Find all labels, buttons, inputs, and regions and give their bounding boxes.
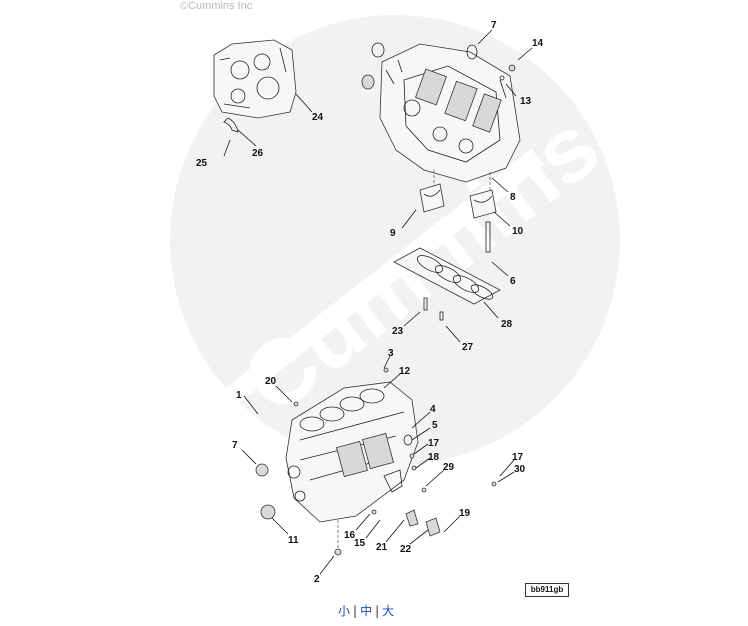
callout-labels: 7 14 13 24 25 26 8 9 10 6 23 27 28 3 12 … — [196, 20, 544, 585]
drawing-id-label: bb911gb — [525, 583, 569, 597]
callout-13: 13 — [520, 96, 532, 107]
callout-5: 5 — [432, 420, 438, 431]
callout-15: 15 — [354, 538, 366, 549]
callout-21: 21 — [376, 542, 388, 553]
leader-lines — [223, 29, 533, 575]
lower-block-drawing — [255, 367, 497, 556]
callout-9: 9 — [390, 228, 396, 239]
callout-26: 26 — [252, 148, 264, 159]
callout-6: 6 — [510, 276, 516, 287]
zoom-controls: 小|中|大 — [338, 602, 394, 619]
callout-25: 25 — [196, 158, 208, 169]
callout-7: 7 — [491, 20, 497, 31]
zoom-separator: | — [375, 604, 380, 618]
callout-8: 8 — [510, 192, 516, 203]
callout-23: 23 — [392, 326, 404, 337]
zoom-large-link[interactable]: 大 — [382, 604, 395, 618]
callout-20: 20 — [265, 376, 277, 387]
zoom-medium-link[interactable]: 中 — [360, 604, 373, 618]
callout-16: 16 — [344, 530, 356, 541]
zoom-small-link[interactable]: 小 — [338, 604, 351, 618]
copyright-text: ©Cummins Inc — [180, 0, 253, 12]
callout-10: 10 — [512, 226, 524, 237]
callout-11: 11 — [288, 535, 299, 546]
callout-17: 17 — [428, 438, 440, 449]
callout-7-lower: 7 — [232, 440, 238, 451]
callout-30: 30 — [514, 464, 526, 475]
callout-12: 12 — [399, 366, 411, 377]
callout-28: 28 — [501, 319, 513, 330]
callout-2: 2 — [314, 574, 320, 585]
zoom-separator: | — [353, 604, 358, 618]
callout-14: 14 — [532, 38, 544, 49]
callout-29: 29 — [443, 462, 455, 473]
callout-22: 22 — [400, 544, 412, 555]
callout-18: 18 — [428, 452, 440, 463]
callout-17-right: 17 — [512, 452, 524, 463]
callout-24: 24 — [312, 112, 324, 123]
callout-3: 3 — [388, 348, 394, 359]
callout-1: 1 — [236, 390, 242, 401]
gear-housing-drawing — [213, 39, 297, 133]
callout-19: 19 — [459, 508, 471, 519]
callout-4: 4 — [430, 404, 436, 415]
callout-27: 27 — [462, 342, 474, 353]
upper-block-drawing — [361, 42, 521, 321]
